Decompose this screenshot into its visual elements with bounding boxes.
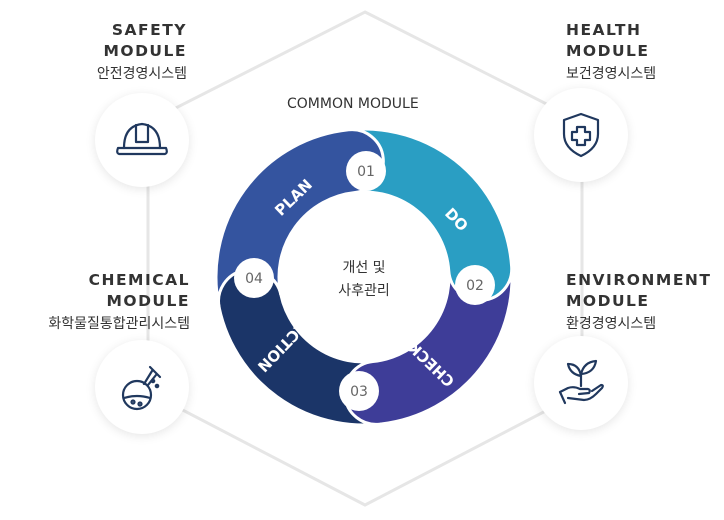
chemical-module-title-line2: MODULE (106, 292, 190, 310)
center-label-line2: 사후관리 (338, 283, 390, 299)
health-module-title-line2: MODULE (566, 42, 650, 60)
safety-module-heading: SAFETY MODULE 안전경영시스템 (97, 20, 187, 84)
health-module-subtitle: 보건경영시스템 (566, 66, 657, 82)
plant-in-hand-icon (558, 359, 604, 405)
common-module-label: COMMON MODULE (287, 96, 419, 112)
safety-module-icon-circle (95, 93, 189, 187)
chemical-module-title-line1: CHEMICAL (88, 271, 190, 289)
center-label: 개선 및 사후관리 (314, 257, 414, 303)
environment-module-title-line1: ENVIRONMENT (566, 271, 712, 289)
environment-module-icon-circle (534, 336, 628, 430)
flask-icon (121, 365, 162, 411)
environment-module-title-line2: MODULE (566, 292, 650, 310)
step-badge-03 (339, 371, 379, 411)
step-badge-01 (346, 151, 386, 191)
chemical-module-icon-circle (95, 340, 189, 434)
step-number-04: 04 (245, 271, 263, 287)
step-number-02: 02 (466, 278, 484, 294)
chemical-module-subtitle: 화학물질통합관리시스템 (48, 316, 190, 332)
health-module-icon-circle (534, 88, 628, 182)
center-label-line1: 개선 및 (342, 260, 386, 276)
hard-hat-icon (116, 122, 168, 156)
environment-module-subtitle: 환경경영시스템 (566, 316, 657, 332)
step-badge-02 (455, 265, 495, 305)
chemical-module-heading: CHEMICAL MODULE 화학물질통합관리시스템 (48, 270, 190, 334)
health-module-title-line1: HEALTH (566, 21, 642, 39)
medical-shield-icon (562, 112, 600, 158)
step-number-03: 03 (350, 384, 368, 400)
safety-module-subtitle: 안전경영시스템 (96, 66, 187, 82)
safety-module-title-line1: SAFETY (111, 21, 187, 39)
safety-module-title-line2: MODULE (103, 42, 187, 60)
environment-module-heading: ENVIRONMENT MODULE 환경경영시스템 (566, 270, 711, 334)
health-module-heading: HEALTH MODULE 보건경영시스템 (566, 20, 656, 84)
step-badge-04 (234, 258, 274, 298)
step-number-01: 01 (357, 164, 375, 180)
